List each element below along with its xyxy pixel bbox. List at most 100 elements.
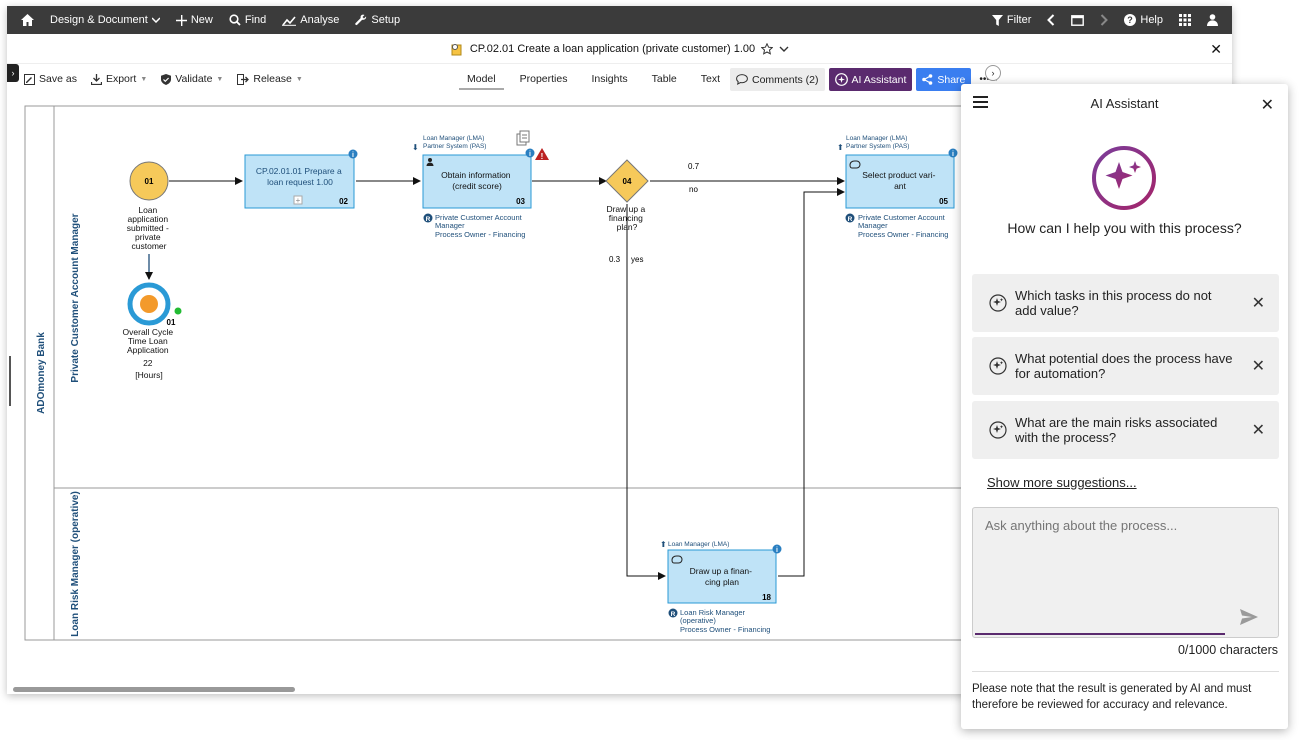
save-as-button[interactable]: Save as [17, 73, 84, 85]
suggestion-item[interactable]: What potential does the process have for… [972, 337, 1279, 395]
comments-button[interactable]: Comments (2) [730, 68, 825, 91]
chevron-down-icon[interactable] [779, 45, 789, 53]
dismiss-suggestion-icon[interactable]: ✕ [1251, 358, 1265, 375]
process-model-icon [451, 43, 462, 55]
kpi-number: 01 [167, 318, 176, 327]
svg-text:Draw up a financing: Draw up a financing plan? [606, 204, 647, 232]
setup-button[interactable]: Setup [347, 6, 408, 34]
task-03-responsible[interactable]: Manager [435, 221, 465, 230]
analyse-label: Analyse [300, 14, 340, 26]
suggestion-text: What are the main risks associated with … [1015, 415, 1218, 445]
suggestion-item[interactable]: Which tasks in this process do not add v… [972, 274, 1279, 332]
task-05-select-product[interactable]: Loan Manager (LMA) Partner System (PAS) … [837, 135, 958, 239]
kpi-label: Overall Cycle [123, 327, 174, 337]
dismiss-suggestion-icon[interactable]: ✕ [1251, 295, 1265, 312]
share-icon [922, 74, 933, 85]
start-event[interactable]: 01 Loan application submitted - private … [127, 161, 171, 251]
gateway-label: plan? [617, 222, 638, 232]
help-icon: ? [1124, 14, 1137, 26]
ai-assistant-label: AI Assistant [851, 73, 907, 86]
horizontal-scrollbar[interactable] [13, 687, 295, 692]
validate-button[interactable]: Validate ▼ [154, 73, 230, 85]
find-button[interactable]: Find [221, 6, 274, 34]
subprocess-plus-icon[interactable] [293, 195, 303, 205]
ai-sparkle-icon [989, 294, 1007, 312]
window-button[interactable] [1063, 6, 1092, 34]
ai-sparkle-icon [834, 73, 848, 86]
info-icon[interactable] [525, 148, 535, 158]
suggestion-item[interactable]: What are the main risks associated with … [972, 401, 1279, 459]
star-icon[interactable] [761, 42, 774, 55]
home-button[interactable] [13, 6, 42, 34]
filter-label: Filter [1006, 14, 1032, 26]
ai-disclaimer: Please note that the result is generated… [972, 683, 1252, 711]
filter-button[interactable]: Filter [984, 6, 1039, 34]
design-document-label: Design & Document [50, 14, 148, 26]
info-icon[interactable] [948, 148, 958, 158]
pool-label: ADOmoney Bank [36, 332, 47, 414]
ai-sparkle-icon [989, 357, 1007, 375]
release-button[interactable]: Release ▼ [230, 73, 309, 85]
new-label: New [190, 14, 213, 26]
back-button[interactable] [1039, 6, 1063, 34]
info-icon[interactable] [772, 544, 782, 554]
help-button[interactable]: ? Help [1116, 6, 1171, 34]
tab-insights[interactable]: Insights [591, 73, 628, 85]
comment-icon [736, 74, 748, 85]
show-more-suggestions-link[interactable]: Show more suggestions... [987, 475, 1137, 490]
task-03-responsible[interactable]: Private Customer Account [435, 213, 523, 222]
responsibility-icon [845, 213, 855, 223]
task-03-role: Loan Manager (LMA) [423, 135, 484, 142]
task-05-owner[interactable]: Process Owner - Financing [858, 230, 948, 239]
suggestion-text: Which tasks in this process do not add v… [1015, 288, 1212, 318]
task-18-responsible[interactable]: (operative) [680, 616, 716, 625]
warning-icon[interactable]: ! [535, 148, 549, 161]
collapse-right-panel-button[interactable]: › [985, 65, 1001, 81]
chevron-down-icon: ▼ [140, 75, 148, 83]
expand-left-panel-button[interactable]: › [7, 64, 19, 82]
flow-04-18 [626, 204, 666, 580]
ai-prompt-input[interactable] [973, 508, 1278, 637]
close-model-icon[interactable]: ✕ [1210, 41, 1222, 57]
new-button[interactable]: New [168, 6, 221, 34]
gateway-04[interactable]: 04 Draw up a financing plan? 0.7 no 0.3 … [605, 159, 700, 264]
comments-label: Comments (2) [752, 73, 819, 86]
task-02-label: loan request 1.00 [267, 177, 333, 187]
task-05-responsible[interactable]: Private Customer Account [858, 213, 946, 222]
task-18-responsible[interactable]: Loan Risk Manager [680, 608, 746, 617]
cloud-icon [671, 555, 683, 564]
share-button[interactable]: Share [916, 68, 972, 91]
task-18-owner[interactable]: Process Owner - Financing [680, 625, 770, 634]
analyse-button[interactable]: Analyse [274, 6, 347, 34]
task-18-financing-plan[interactable]: Loan Manager (LMA) ⬆ Draw up a finan- ci… [660, 540, 782, 634]
responsibility-badge: R [426, 216, 431, 223]
dismiss-suggestion-icon[interactable]: ✕ [1251, 422, 1265, 439]
export-button[interactable]: Export ▼ [84, 73, 154, 85]
tab-properties[interactable]: Properties [519, 73, 568, 85]
ai-panel-title: AI Assistant [1090, 95, 1159, 111]
tab-table[interactable]: Table [651, 73, 677, 85]
setup-label: Setup [371, 14, 401, 26]
info-icon[interactable] [348, 149, 358, 159]
responsibility-badge: R [848, 216, 853, 223]
cloud-icon [849, 160, 861, 169]
flow-18-05 [778, 188, 845, 577]
hamburger-menu-icon[interactable] [973, 96, 988, 108]
tab-model[interactable]: Model [459, 68, 504, 90]
kpi-indicator[interactable]: 01 Overall Cycle Time Loan Application 2… [123, 282, 182, 380]
task-03-obtain-information[interactable]: Loan Manager (LMA) Partner System (PAS) … [412, 130, 549, 239]
user-button[interactable] [1199, 6, 1226, 34]
forward-button[interactable] [1092, 6, 1116, 34]
task-03-owner[interactable]: Process Owner - Financing [435, 230, 525, 239]
apps-button[interactable] [1171, 6, 1199, 34]
kpi-value: 22 [143, 358, 153, 368]
start-event-label: application [127, 214, 168, 224]
send-icon[interactable] [1240, 609, 1258, 625]
task-05-responsible[interactable]: Manager [858, 221, 888, 230]
design-document-menu[interactable]: Design & Document [42, 6, 168, 34]
tab-text[interactable]: Text [700, 73, 721, 85]
help-label: Help [1140, 14, 1163, 26]
task-02-subprocess[interactable]: CP.02.01.01 Prepare a loan request 1.00 … [244, 149, 358, 209]
close-panel-icon[interactable]: ✕ [1260, 97, 1274, 114]
ai-assistant-button[interactable]: AI Assistant [828, 68, 913, 91]
